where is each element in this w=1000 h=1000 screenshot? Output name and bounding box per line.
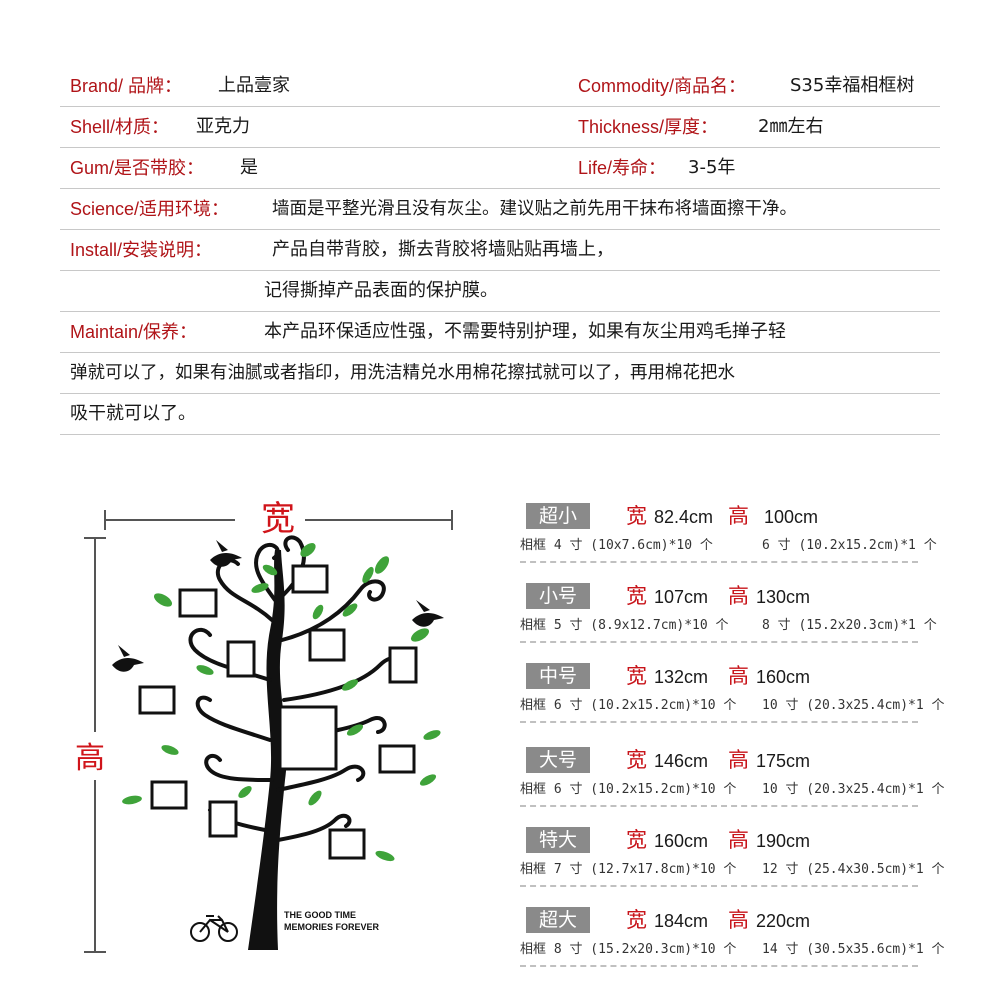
- height-value: 160cm: [756, 667, 811, 687]
- gum-value: 是: [240, 157, 258, 178]
- width-keyword: 宽: [626, 584, 647, 608]
- width-value: 160cm: [654, 831, 709, 851]
- width-label: 宽: [261, 499, 295, 539]
- height-keyword: 高: [728, 584, 749, 608]
- shell-value: 亚克力: [196, 116, 250, 137]
- height-value: 100cm: [764, 507, 819, 527]
- size-option: 中号 宽 132cm 高 160cm 相框 6 寸 (10.2x15.2cm)*…: [520, 655, 960, 735]
- size-tag: 中号: [526, 663, 590, 689]
- spec-row-maintain-3: 吸干就可以了。: [60, 393, 940, 435]
- frames-small: 相框 4 寸 (10x7.6cm)*10 个: [520, 538, 713, 553]
- tree-illustration: 宽 高: [60, 480, 480, 980]
- tree-leaves: [122, 543, 441, 862]
- width-keyword: 宽: [626, 504, 647, 528]
- frames-large: 10 寸 (20.3x25.4cm)*1 个: [762, 782, 945, 797]
- divider: [520, 805, 918, 807]
- divider: [520, 561, 918, 563]
- maintain-label: Maintain/保养：: [70, 322, 198, 342]
- shell-label: Shell/材质：: [70, 117, 170, 137]
- width-value: 132cm: [654, 667, 709, 687]
- height-label: 高: [75, 741, 105, 776]
- spec-row-shell: Shell/材质： 亚克力 Thickness/厚度： 2㎜左右: [60, 106, 940, 148]
- width-keyword: 宽: [626, 908, 647, 932]
- spec-row-install-2: 记得撕掉产品表面的保护膜。: [60, 270, 940, 312]
- maintain-line-2: 弹就可以了，如果有油腻或者指印，用洗洁精兑水用棉花擦拭就可以了，再用棉花把水: [70, 363, 735, 383]
- height-value: 175cm: [756, 751, 811, 771]
- frames-small: 相框 6 寸 (10.2x15.2cm)*10 个: [520, 698, 737, 713]
- width-value: 184cm: [654, 911, 709, 931]
- height-value: 130cm: [756, 587, 811, 607]
- divider: [520, 641, 918, 643]
- height-dimension-line: [84, 537, 106, 953]
- size-tag: 大号: [526, 747, 590, 773]
- divider: [520, 885, 918, 887]
- height-keyword: 高: [728, 748, 749, 772]
- size-option: 大号 宽 146cm 高 175cm 相框 6 寸 (10.2x15.2cm)*…: [520, 739, 960, 819]
- frames-large: 8 寸 (15.2x20.3cm)*1 个: [762, 618, 937, 633]
- bicycle-icon: [190, 915, 238, 942]
- life-value: 3-5年: [688, 157, 736, 178]
- spec-row-install: Install/安装说明： 产品自带背胶，撕去背胶将墙贴贴再墙上，: [60, 229, 940, 271]
- size-option: 超小 宽 82.4cm 高 100cm 相框 4 寸 (10x7.6cm)*10…: [520, 495, 960, 575]
- thickness-label: Thickness/厚度：: [578, 117, 719, 137]
- height-keyword: 高: [728, 908, 749, 932]
- divider: [520, 965, 918, 967]
- divider: [520, 721, 918, 723]
- frames-small: 相框 8 寸 (15.2x20.3cm)*10 个: [520, 942, 737, 957]
- frames-large: 10 寸 (20.3x25.4cm)*1 个: [762, 698, 945, 713]
- tree-drawing: 宽 高: [75, 499, 453, 953]
- width-keyword: 宽: [626, 828, 647, 852]
- height-keyword: 高: [728, 504, 749, 528]
- frames-small: 相框 7 寸 (12.7x17.8cm)*10 个: [520, 862, 737, 877]
- life-label: Life/寿命：: [578, 158, 667, 178]
- size-tag: 特大: [526, 827, 590, 853]
- size-tag: 小号: [526, 583, 590, 609]
- frames-small: 相框 5 寸 (8.9x12.7cm)*10 个: [520, 618, 729, 633]
- gum-label: Gum/是否带胶：: [70, 158, 205, 178]
- commodity-label: Commodity/商品名：: [578, 76, 747, 96]
- width-keyword: 宽: [626, 748, 647, 772]
- height-value: 190cm: [756, 831, 811, 851]
- brand-label: Brand/ 品牌：: [70, 76, 183, 96]
- frames-small: 相框 6 寸 (10.2x15.2cm)*10 个: [520, 782, 737, 797]
- size-option: 超大 宽 184cm 高 220cm 相框 8 寸 (15.2x20.3cm)*…: [520, 899, 960, 979]
- brand-value: 上品壹家: [218, 75, 290, 96]
- width-dimension-line: [104, 510, 453, 530]
- frames-large: 14 寸 (30.5x35.6cm)*1 个: [762, 942, 945, 957]
- spec-row-maintain-2: 弹就可以了，如果有油腻或者指印，用洗洁精兑水用棉花擦拭就可以了，再用棉花把水: [60, 352, 940, 394]
- install-label: Install/安装说明：: [70, 240, 213, 260]
- slogan-line-1: THE GOOD TIME: [284, 910, 356, 920]
- height-value: 220cm: [756, 911, 811, 931]
- spec-row-brand: Brand/ 品牌： 上品壹家 Commodity/商品名： S35幸福相框树: [60, 65, 940, 107]
- bird-icons: [112, 540, 444, 672]
- width-keyword: 宽: [626, 664, 647, 688]
- spec-row-science: Science/适用环境： 墙面是平整光滑且没有灰尘。建议贴之前先用干抹布将墙面…: [60, 188, 940, 230]
- install-line-2: 记得撕掉产品表面的保护膜。: [264, 280, 498, 301]
- frames-large: 6 寸 (10.2x15.2cm)*1 个: [762, 538, 937, 553]
- height-keyword: 高: [728, 664, 749, 688]
- width-value: 107cm: [654, 587, 709, 607]
- size-tag: 超小: [526, 503, 590, 529]
- width-value: 82.4cm: [654, 507, 714, 527]
- tree-trunk: [248, 550, 287, 950]
- spec-row-maintain: Maintain/保养： 本产品环保适应性强，不需要特别护理，如果有灰尘用鸡毛掸…: [60, 311, 940, 353]
- install-line-1: 产品自带背胶，撕去背胶将墙贴贴再墙上，: [272, 239, 614, 260]
- height-keyword: 高: [728, 828, 749, 852]
- slogan-line-2: MEMORIES FOREVER: [284, 922, 380, 932]
- maintain-line-3: 吸干就可以了。: [70, 403, 196, 424]
- spec-row-gum: Gum/是否带胶： 是 Life/寿命： 3-5年: [60, 147, 940, 189]
- science-label: Science/适用环境：: [70, 199, 230, 219]
- maintain-line-1: 本产品环保适应性强，不需要特别护理，如果有灰尘用鸡毛掸子轻: [264, 321, 786, 342]
- spec-table: Brand/ 品牌： 上品壹家 Commodity/商品名： S35幸福相框树 …: [60, 65, 940, 445]
- size-tag: 超大: [526, 907, 590, 933]
- size-option: 小号 宽 107cm 高 130cm 相框 5 寸 (8.9x12.7cm)*1…: [520, 575, 960, 655]
- photo-frames: [138, 564, 418, 860]
- frames-large: 12 寸 (25.4x30.5cm)*1 个: [762, 862, 945, 877]
- width-value: 146cm: [654, 751, 709, 771]
- size-option: 特大 宽 160cm 高 190cm 相框 7 寸 (12.7x17.8cm)*…: [520, 819, 960, 899]
- commodity-value: S35幸福相框树: [790, 75, 915, 96]
- thickness-value: 2㎜左右: [758, 116, 824, 137]
- science-value: 墙面是平整光滑且没有灰尘。建议贴之前先用干抹布将墙面擦干净。: [272, 199, 797, 219]
